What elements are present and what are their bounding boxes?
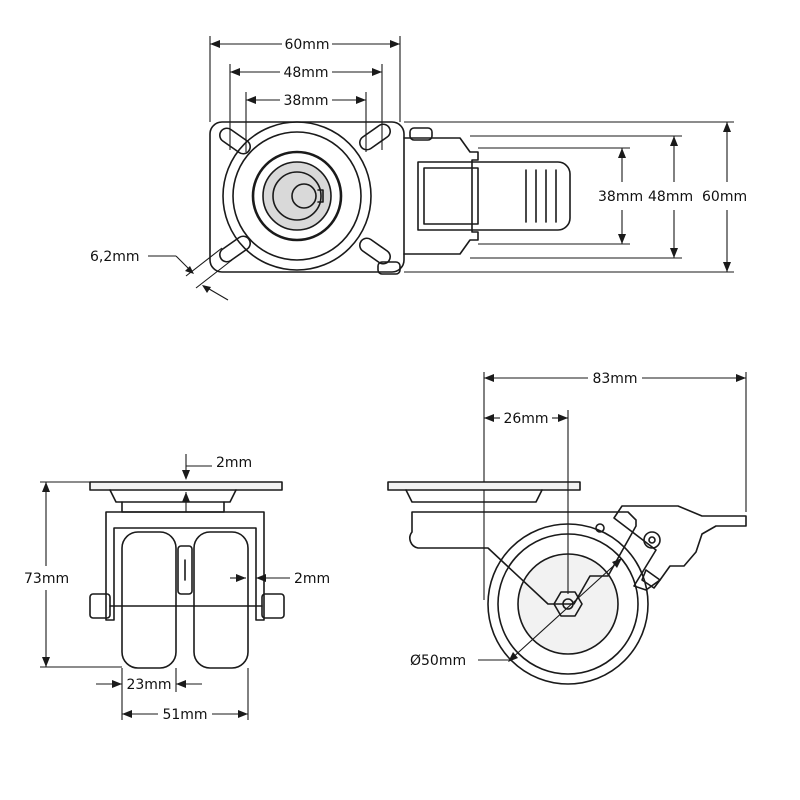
label-front-23mm: 23mm <box>126 677 171 693</box>
front-top-plate <box>89 481 283 491</box>
top-swivel-outer-ring <box>222 121 372 271</box>
label-top-48mm: 48mm <box>283 65 328 81</box>
dim-side-diameter-50mm: Ø50mm <box>410 558 622 669</box>
label-top-38mm: 38mm <box>283 93 328 109</box>
label-top-60mm: 60mm <box>284 37 329 53</box>
dim-top-60mm: 60mm <box>209 36 401 122</box>
label-top-60mm-vertical: 60mm <box>702 189 747 205</box>
front-right-wheel <box>193 531 249 669</box>
label-front-73mm: 73mm <box>24 571 69 587</box>
side-fork <box>409 511 637 605</box>
dim-front-73mm: 73mm <box>24 481 122 668</box>
label-side-83mm: 83mm <box>592 371 637 387</box>
label-front-plate-2mm: 2mm <box>216 455 252 471</box>
front-fork <box>105 511 265 621</box>
dim-side-83mm: 83mm <box>483 371 747 512</box>
top-view: 60mm 48mm 38mm <box>90 36 747 301</box>
dim-front-23mm: 23mm <box>96 668 202 693</box>
dim-side-26mm: 26mm <box>483 410 569 600</box>
label-top-slot-6-2mm: 6,2mm <box>90 249 140 265</box>
label-top-48mm-vertical: 48mm <box>648 189 693 205</box>
label-top-38mm-vertical: 38mm <box>598 189 643 205</box>
dim-top-slot-6-2mm: 6,2mm <box>90 247 233 301</box>
dim-front-wheel-2mm: 2mm <box>230 571 330 587</box>
front-view: 2mm 73mm 2mm 23mm <box>24 454 330 723</box>
top-fork-and-brake <box>377 127 571 275</box>
label-side-26mm: 26mm <box>503 411 548 427</box>
top-kingpin <box>291 183 317 209</box>
dim-front-51mm: 51mm <box>121 668 249 723</box>
side-brake-lever <box>595 505 747 591</box>
side-axle-nut <box>553 591 583 617</box>
dim-top-38mm: 38mm <box>245 92 367 152</box>
dim-top-48mm: 48mm <box>229 64 383 150</box>
front-left-wheel <box>121 531 177 669</box>
label-side-diameter-50mm: Ø50mm <box>410 653 466 669</box>
label-front-51mm: 51mm <box>162 707 207 723</box>
dim-front-plate-2mm: 2mm <box>182 454 252 512</box>
side-view: 83mm 26mm Ø50mm <box>387 371 747 685</box>
side-top-plate <box>387 481 581 491</box>
dim-top-right-heights: 38mm 48mm 60mm <box>404 121 747 273</box>
label-front-wheel-2mm: 2mm <box>294 571 330 587</box>
